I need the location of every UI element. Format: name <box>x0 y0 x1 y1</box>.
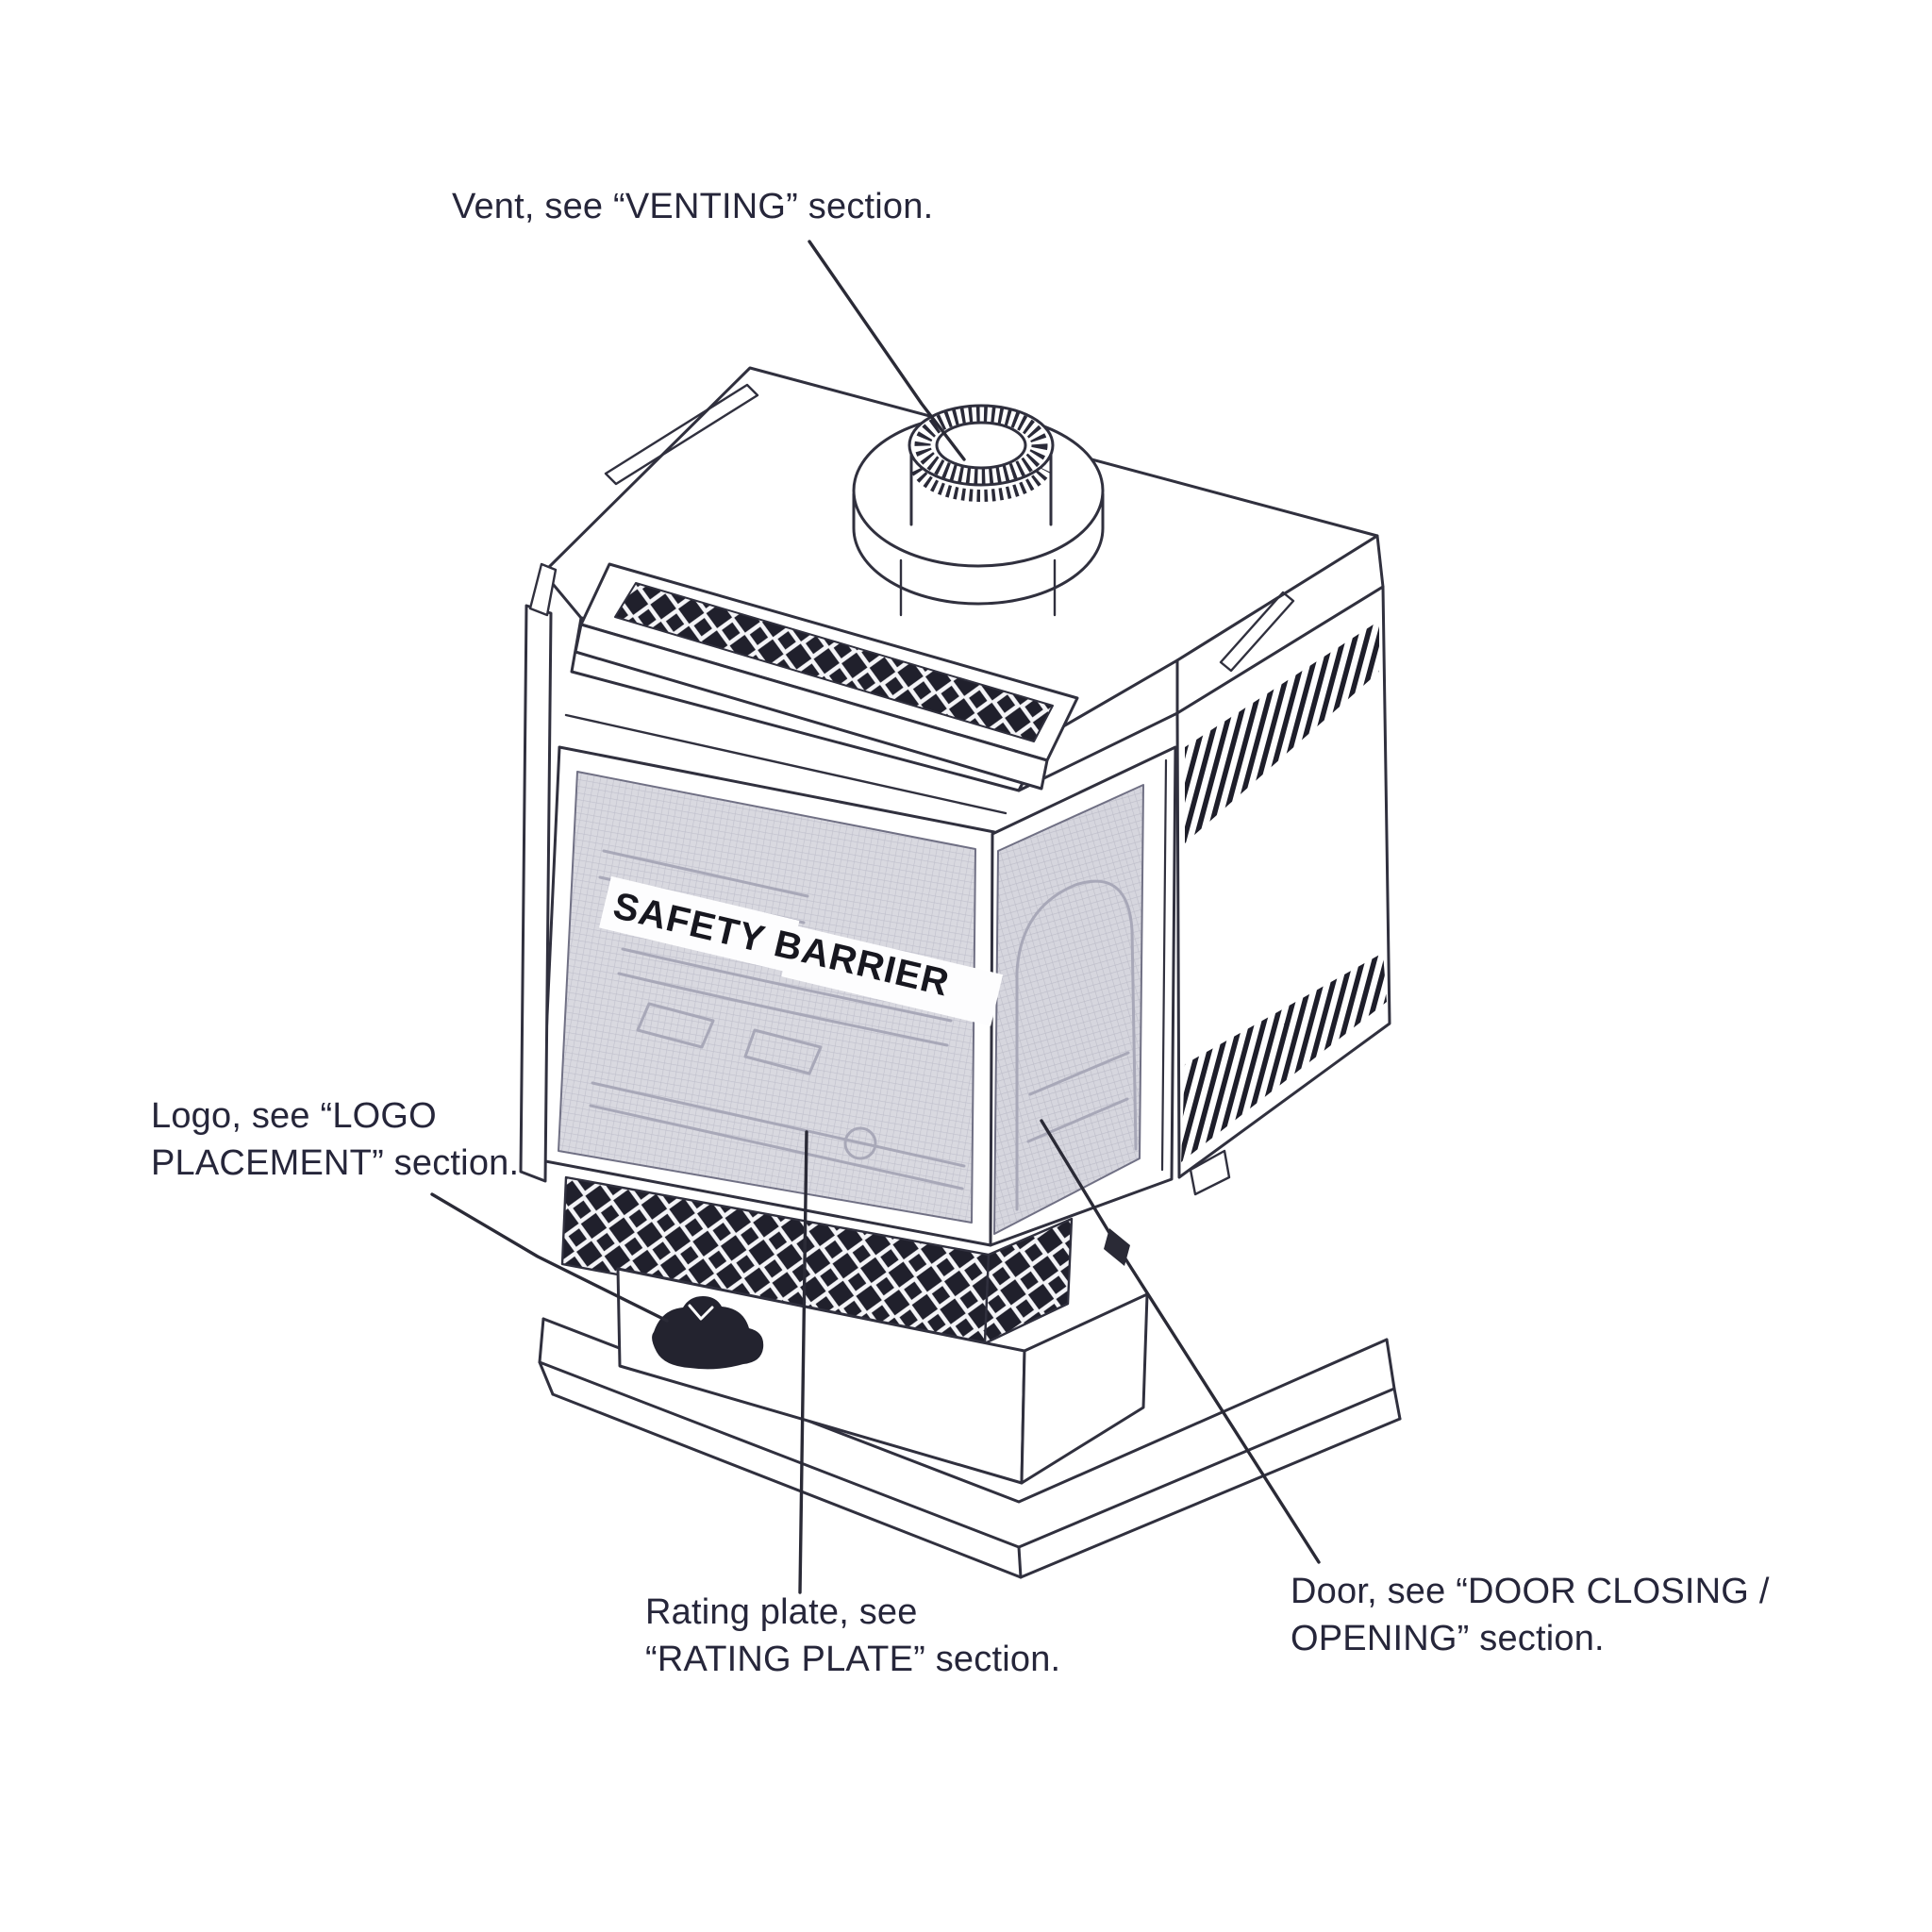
rating-callout-line2: “RATING PLATE” section. <box>645 1640 1061 1680</box>
top-slot-left <box>604 383 759 486</box>
door-leader-arrow <box>1104 1228 1130 1266</box>
louver-band-bottom <box>1181 953 1387 1162</box>
logo-callout-line1: Logo, see “LOGO <box>151 1096 437 1136</box>
door-callout-label: Door, see “DOOR CLOSING / OPENING” secti… <box>1291 1568 1770 1662</box>
top-slot-right <box>1219 591 1295 673</box>
door-callout-line2: OPENING” section. <box>1291 1619 1605 1659</box>
side-panel-foot <box>1189 1149 1231 1196</box>
side-panel <box>1175 585 1391 1196</box>
logo-callout-label: Logo, see “LOGO PLACEMENT” section. <box>151 1092 519 1187</box>
left-frame-strip <box>519 562 558 1183</box>
vent-callout-label: Vent, see “VENTING” section. <box>452 183 933 230</box>
rating-callout-line1: Rating plate, see <box>645 1592 918 1632</box>
logo-callout-line2: PLACEMENT” section. <box>151 1143 520 1184</box>
vent-leader-line <box>808 240 966 461</box>
lower-grille <box>560 1175 1074 1345</box>
vent-pipe <box>908 404 1055 526</box>
vent-callout-text: Vent, see “VENTING” section. <box>452 187 934 226</box>
logo-leader-line <box>430 1192 669 1323</box>
leader-lines <box>430 240 1321 1594</box>
pedestal <box>616 1267 1149 1485</box>
top-grille <box>574 562 1079 791</box>
logo-emblem <box>652 1296 764 1370</box>
rating-plate-callout-label: Rating plate, see “RATING PLATE” section… <box>645 1589 1060 1683</box>
louver-band-top <box>1185 621 1379 843</box>
front-window <box>539 745 996 1247</box>
rating-leader-line <box>798 1130 808 1594</box>
side-window <box>989 745 1177 1247</box>
door-callout-line1: Door, see “DOOR CLOSING / <box>1291 1572 1770 1611</box>
